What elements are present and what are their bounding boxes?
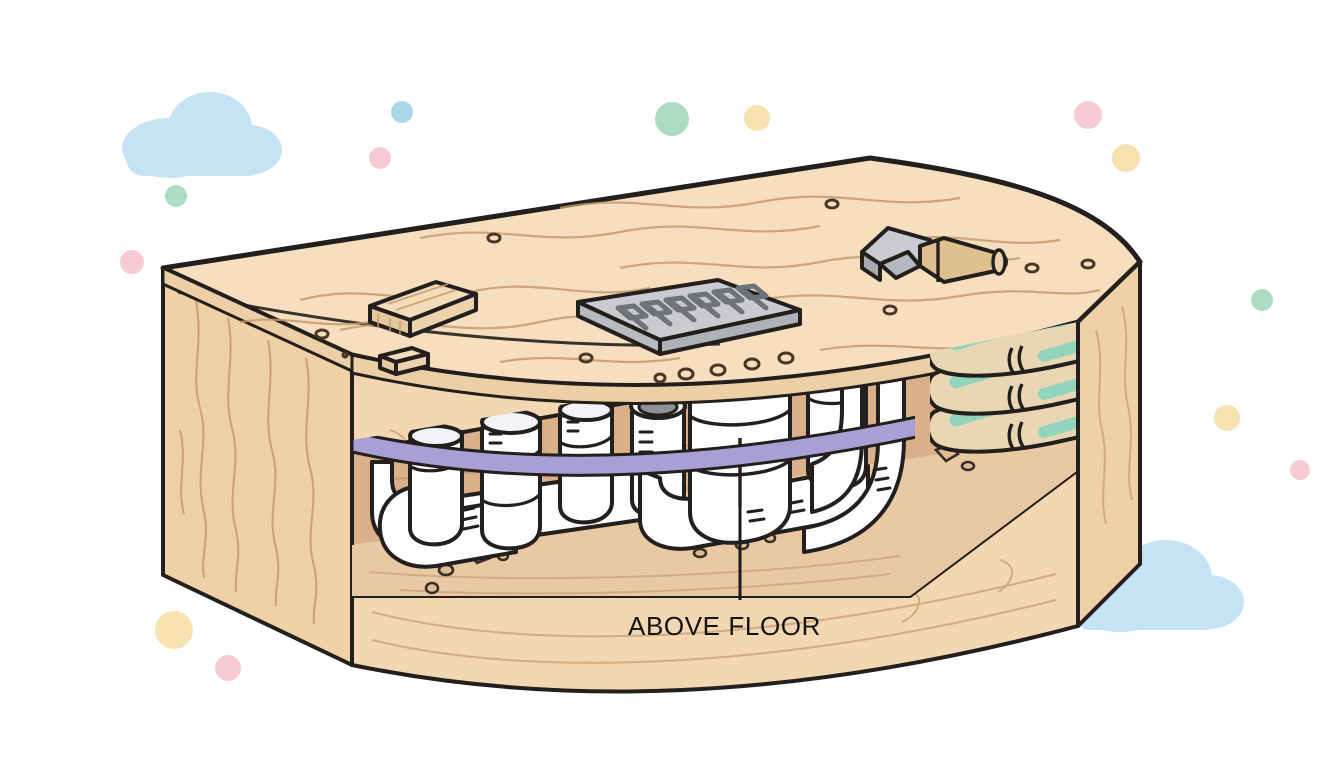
plywood-box	[160, 155, 1143, 694]
wood-block-large	[368, 280, 478, 338]
joist-band	[352, 376, 915, 477]
pipe-riser-2	[480, 409, 542, 551]
drain-grate[interactable]	[576, 278, 802, 356]
deck-top	[160, 155, 1143, 405]
cloud-top-left-icon	[122, 92, 282, 178]
callout-label-above-floor: ABOVE FLOOR	[628, 611, 821, 641]
screw-holes	[314, 198, 1096, 384]
wood-block-small	[378, 346, 430, 376]
right-end-cap	[1076, 260, 1142, 628]
hammer-icon	[860, 226, 1008, 284]
cloud-bottom-right-icon	[1068, 540, 1244, 632]
pipe-riser-3	[558, 398, 614, 525]
background-decor	[120, 92, 1310, 681]
